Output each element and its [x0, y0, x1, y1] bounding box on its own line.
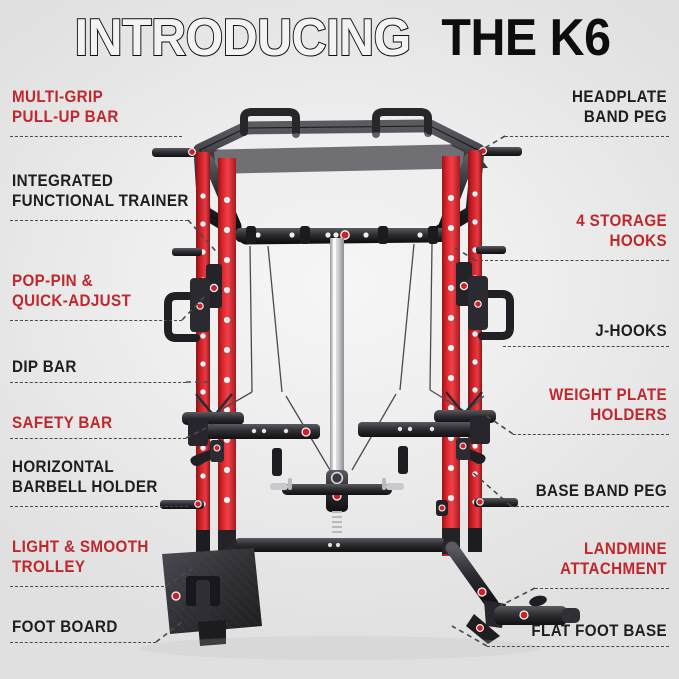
callout-rule-multi-grip-pull-up-bar: [10, 136, 182, 137]
callout-rule-foot-board: [10, 642, 156, 643]
callout-rule-landmine-attachment: [535, 588, 669, 589]
callout-label-dip-bar: DIP BAR: [12, 358, 77, 376]
callout-label-foot-board: FOOT BOARD: [12, 618, 118, 636]
callout-rule-dip-bar: [10, 382, 186, 383]
callout-label-landmine-attachment: LANDMINE ATTACHMENT: [560, 540, 667, 578]
callout-label-safety-bar: SAFETY BAR: [12, 414, 113, 432]
callout-label-light-smooth-trolley: LIGHT & SMOOTH TROLLEY: [12, 538, 149, 576]
light-smooth-trolley-part: [270, 238, 404, 533]
callout-rule-flat-foot-base: [487, 646, 669, 647]
callout-rule-light-smooth-trolley: [10, 586, 164, 587]
callout-safety-bar: SAFETY BAR: [12, 414, 121, 434]
callout-rule-pop-pin-quick-adjust: [10, 320, 182, 321]
callout-rule-integrated-functional-trainer: [10, 220, 188, 221]
callout-rule-safety-bar: [10, 438, 186, 439]
callout-dip-bar: DIP BAR: [12, 358, 82, 378]
callout-headplate-band-peg: HEADPLATE BAND PEG: [0, 88, 667, 127]
callout-base-band-peg: BASE BAND PEG: [0, 482, 667, 502]
4-storage-hooks-part: [236, 226, 448, 244]
callout-j-hooks: J-HOOKS: [0, 322, 667, 342]
callout-label-multi-grip-pull-up-bar: MULTI-GRIP PULL-UP BAR: [12, 88, 119, 126]
callout-light-smooth-trolley: LIGHT & SMOOTH TROLLEY: [12, 538, 161, 577]
callout-label-integrated-functional-trainer: INTEGRATED FUNCTIONAL TRAINER: [12, 172, 189, 210]
callout-label-4-storage-hooks: 4 STORAGE HOOKS: [576, 212, 667, 250]
callout-integrated-functional-trainer: INTEGRATED FUNCTIONAL TRAINER: [12, 172, 204, 211]
callout-flat-foot-base: FLAT FOOT BASE: [0, 622, 667, 642]
title-solid-word: THE K6: [441, 9, 612, 67]
callout-weight-plate-holders: WEIGHT PLATE HOLDERS: [0, 386, 667, 425]
callout-multi-grip-pull-up-bar: MULTI-GRIP PULL-UP BAR: [12, 88, 128, 127]
callout-pop-pin-quick-adjust: POP-PIN & QUICK-ADJUST: [12, 272, 141, 311]
callout-label-j-hooks: J-HOOKS: [595, 322, 667, 340]
callout-foot-board: FOOT BOARD: [12, 618, 127, 638]
callout-label-headplate-band-peg: HEADPLATE BAND PEG: [572, 88, 667, 126]
callout-rule-4-storage-hooks: [475, 260, 669, 261]
callout-4-storage-hooks: 4 STORAGE HOOKS: [0, 212, 667, 251]
callout-rule-base-band-peg: [511, 506, 669, 507]
j-hooks-part: [190, 438, 486, 476]
callout-landmine-attachment: LANDMINE ATTACHMENT: [0, 540, 667, 579]
callout-label-base-band-peg: BASE BAND PEG: [535, 482, 667, 500]
callout-label-pop-pin-quick-adjust: POP-PIN & QUICK-ADJUST: [12, 272, 132, 310]
callout-label-flat-foot-base: FLAT FOOT BASE: [531, 622, 667, 640]
callout-horizontal-barbell-holder: HORIZONTAL BARBELL HOLDER: [12, 458, 170, 497]
callout-rule-weight-plate-holders: [513, 434, 669, 435]
callout-rule-headplate-band-peg: [505, 136, 669, 137]
callout-rule-horizontal-barbell-holder: [10, 506, 188, 507]
callout-rule-j-hooks: [503, 346, 669, 347]
page-title: INTRODUCING THE K6: [0, 6, 679, 70]
callout-label-weight-plate-holders: WEIGHT PLATE HOLDERS: [549, 386, 667, 424]
title-outlined-word: INTRODUCING: [74, 9, 412, 67]
callout-label-horizontal-barbell-holder: HORIZONTAL BARBELL HOLDER: [12, 458, 158, 496]
